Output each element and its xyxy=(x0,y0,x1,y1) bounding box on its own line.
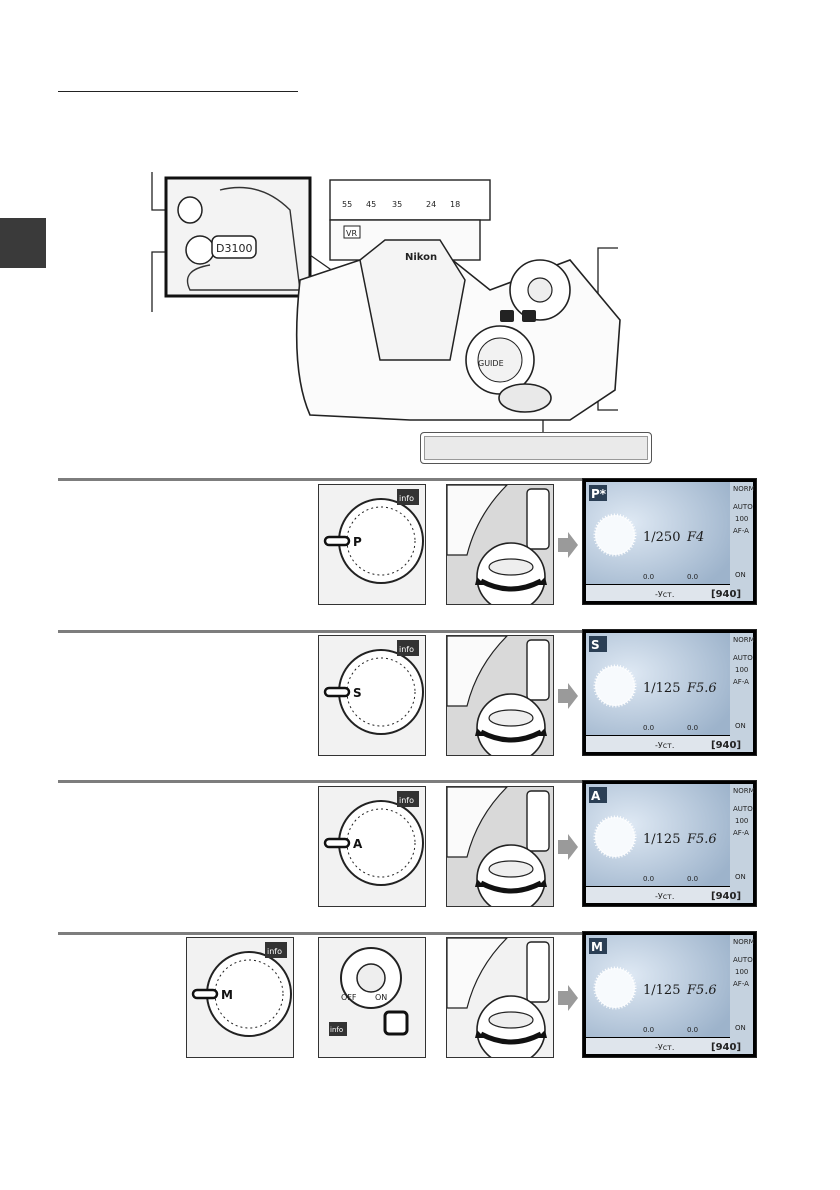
lcd-frames: [940] xyxy=(711,891,741,902)
svg-text:AUTO: AUTO xyxy=(733,956,753,964)
svg-text:info: info xyxy=(267,947,282,956)
svg-text:NORM: NORM xyxy=(733,938,755,946)
lcd-frames: [940] xyxy=(711,1042,741,1053)
command-dial-photo xyxy=(446,937,554,1058)
lcd-bottom-label: -Уст. xyxy=(655,892,674,901)
svg-text:100: 100 xyxy=(735,817,748,825)
section-divider-3 xyxy=(58,780,754,783)
svg-text:info: info xyxy=(399,494,414,503)
lcd-shutter: 1/125 xyxy=(643,983,680,998)
lcd-bottom-label: -Уст. xyxy=(655,741,674,750)
arrow-right-icon xyxy=(558,985,578,1011)
lcd-mode: P* xyxy=(591,487,607,501)
lcd-aperture: F4 xyxy=(686,530,704,545)
mode-letter: S xyxy=(353,686,362,700)
svg-text:VR: VR xyxy=(346,229,357,238)
svg-text:Nikon: Nikon xyxy=(405,252,437,263)
svg-text:AF-A: AF-A xyxy=(733,527,749,535)
lcd-shutter: 1/125 xyxy=(643,681,680,696)
svg-text:AUTO: AUTO xyxy=(733,503,753,511)
mode-letter: A xyxy=(353,837,363,851)
svg-text:100: 100 xyxy=(735,666,748,674)
svg-text:AUTO: AUTO xyxy=(733,654,753,662)
svg-text:0.0: 0.0 xyxy=(643,724,654,732)
svg-text:OFF: OFF xyxy=(341,993,357,1002)
lcd-info-display: S 1/125 F5.6 0.0 0.0 -Уст. [940] NORM AU… xyxy=(582,629,757,756)
mode-dial-photo: M info xyxy=(186,937,294,1058)
svg-text:18: 18 xyxy=(450,200,460,209)
svg-text:AF-A: AF-A xyxy=(733,829,749,837)
lcd-mode: S xyxy=(591,638,600,652)
lcd-info-display: P* 1/250 F4 0.0 0.0 -Уст. [940] NORM AUT… xyxy=(582,478,757,605)
svg-text:AF-A: AF-A xyxy=(733,980,749,988)
lcd-info-display: A 1/125 F5.6 0.0 0.0 -Уст. [940] NORM AU… xyxy=(582,780,757,907)
lcd-mode: M xyxy=(591,940,603,954)
svg-text:info: info xyxy=(330,1026,343,1034)
svg-text:0.0: 0.0 xyxy=(643,875,654,883)
mode-dial-photo: P info xyxy=(318,484,426,605)
svg-text:AF-A: AF-A xyxy=(733,678,749,686)
svg-text:0.0: 0.0 xyxy=(643,1026,654,1034)
svg-text:GUIDE: GUIDE xyxy=(478,359,504,368)
svg-text:0.0: 0.0 xyxy=(687,875,698,883)
section-divider-2 xyxy=(58,630,754,633)
svg-text:ON: ON xyxy=(735,873,746,881)
exposure-button-photo: OFF ON info xyxy=(318,937,426,1058)
svg-text:AUTO: AUTO xyxy=(733,805,753,813)
svg-text:ON: ON xyxy=(735,722,746,730)
svg-text:100: 100 xyxy=(735,968,748,976)
command-dial-photo xyxy=(446,635,554,756)
svg-text:0.0: 0.0 xyxy=(643,573,654,581)
callout-label-box xyxy=(420,432,652,464)
mode-letter: P xyxy=(353,535,362,549)
svg-text:NORM: NORM xyxy=(733,636,755,644)
lcd-shutter: 1/250 xyxy=(643,530,680,545)
section-divider-1 xyxy=(58,478,754,481)
chapter-tab xyxy=(0,218,46,268)
svg-text:100: 100 xyxy=(735,515,748,523)
svg-text:ON: ON xyxy=(735,1024,746,1032)
lcd-frames: [940] xyxy=(711,740,741,751)
svg-text:NORM: NORM xyxy=(733,787,755,795)
lcd-aperture: F5.6 xyxy=(686,832,717,847)
svg-text:ON: ON xyxy=(735,571,746,579)
lcd-frames: [940] xyxy=(711,589,741,600)
lcd-aperture: F5.6 xyxy=(686,983,717,998)
mode-letter: M xyxy=(221,988,233,1002)
lcd-shutter: 1/125 xyxy=(643,832,680,847)
mode-dial-photo: S info xyxy=(318,635,426,756)
svg-text:0.0: 0.0 xyxy=(687,1026,698,1034)
svg-text:info: info xyxy=(399,645,414,654)
command-dial-photo xyxy=(446,786,554,907)
section-divider-4 xyxy=(58,932,754,935)
svg-text:45: 45 xyxy=(366,200,376,209)
svg-text:info: info xyxy=(399,796,414,805)
svg-text:24: 24 xyxy=(426,200,436,209)
lcd-mode: A xyxy=(591,789,601,803)
lcd-info-display: M 1/125 F5.6 0.0 0.0 -Уст. [940] NORM AU… xyxy=(582,931,757,1058)
command-dial-photo xyxy=(446,484,554,605)
lcd-bottom-label: -Уст. xyxy=(655,590,674,599)
arrow-right-icon xyxy=(558,532,578,558)
mode-dial-photo: A info xyxy=(318,786,426,907)
svg-text:NORM: NORM xyxy=(733,485,755,493)
svg-text:0.0: 0.0 xyxy=(687,573,698,581)
lcd-aperture: F5.6 xyxy=(686,681,717,696)
camera-illustration: D3100 55 45 35 24 18 VR Nikon GUIDE xyxy=(151,172,621,432)
svg-text:35: 35 xyxy=(392,200,402,209)
svg-text:ON: ON xyxy=(375,993,387,1002)
svg-text:55: 55 xyxy=(342,200,352,209)
button-model-label: D3100 xyxy=(216,242,252,255)
lcd-bottom-label: -Уст. xyxy=(655,1043,674,1052)
svg-text:0.0: 0.0 xyxy=(687,724,698,732)
title-underline xyxy=(58,91,298,92)
arrow-right-icon xyxy=(558,834,578,860)
arrow-right-icon xyxy=(558,683,578,709)
